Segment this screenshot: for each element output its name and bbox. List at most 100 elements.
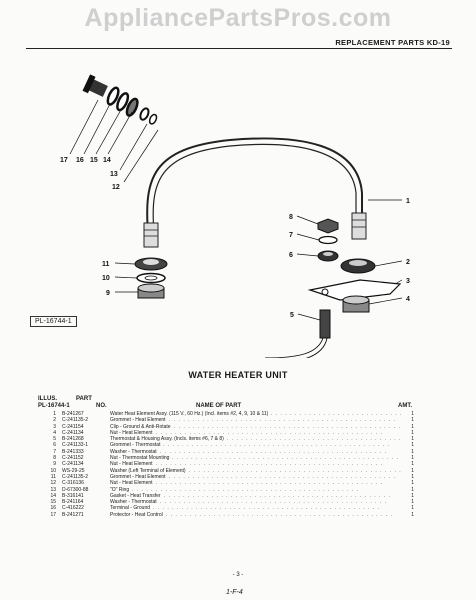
row-amount: 1 (411, 505, 414, 512)
row-illus: 13 (50, 486, 56, 493)
row-part-no: C-241135-2 (62, 417, 89, 424)
row-part-name: Protector - Heat Control (110, 511, 163, 518)
row-illus: 10 (50, 467, 56, 474)
exploded-parts-diagram: 17 16 15 14 13 12 1 8 7 6 2 3 4 5 11 10 … (60, 74, 410, 358)
thermostat-washer (318, 235, 338, 245)
handwritten-note: 1-F-4 (226, 589, 243, 596)
row-part-name: Washer (Left Terminal of Element) (110, 467, 186, 474)
right-terminal-body (351, 212, 367, 240)
row-part-no: C-241133-1 (62, 442, 89, 449)
section-title: WATER HEATER UNIT (188, 370, 288, 380)
leader-dots: . . . . . . . . . . . . . . . . . . . . … (189, 467, 402, 474)
row-part-no: B-241271 (62, 511, 84, 518)
leader-dots: . . . . . . . . . . . . . . . . . . . . … (174, 423, 401, 430)
col-plno: PL-16744-1 (38, 403, 70, 409)
callout-10: 10 (102, 275, 110, 282)
leader-dots: . . . . . . . . . . . . . . . . . . . . … (227, 436, 402, 443)
row-illus: 1 (53, 411, 56, 417)
row-part-name: Gasket - Heat Transfer (110, 492, 161, 499)
callout-17: 17 (60, 157, 68, 164)
figure-id-box: PL-16744-1 (30, 316, 77, 327)
col-no: NO. (96, 403, 107, 409)
callout-1: 1 (406, 198, 410, 205)
row-amount: 1 (411, 480, 414, 487)
callout-12: 12 (112, 184, 120, 191)
page-header: REPLACEMENT PARTS KD-19 (335, 38, 450, 47)
row-amount: 1 (411, 455, 414, 462)
protector-stack (82, 74, 158, 125)
row-amount: 1 (411, 461, 414, 468)
row-amount: 1 (411, 417, 414, 424)
row-part-no: C-241134 (62, 429, 84, 436)
row-amount: 1 (411, 423, 414, 430)
row-part-no: D-67300-88 (62, 486, 89, 493)
leader-dots: . . . . . . . . . . . . . . . . . . . . … (166, 511, 393, 518)
row-amount: 1 (411, 442, 414, 449)
callout-4: 4 (406, 296, 410, 303)
leader-dots: . . . . . . . . . . . . . . . . . . . . … (164, 492, 391, 499)
leader-dots: . . . . . . . . . . . . . . . . . . . . … (163, 442, 390, 449)
thermostat-wires (264, 337, 328, 358)
col-name: NAME OF PART (196, 403, 242, 409)
leader-dots: . . . . . . . . . . . . . . . . . . . . … (156, 480, 383, 487)
row-amount: 1 (411, 511, 414, 518)
row-illus: 7 (53, 448, 56, 455)
element-tube-inner (152, 143, 357, 234)
row-part-no: B-241164 (62, 499, 84, 506)
row-illus: 11 (50, 473, 56, 480)
row-amount: 1 (411, 499, 414, 506)
ground-clip (307, 279, 402, 301)
row-part-name: Washer - Thermostat (110, 448, 157, 455)
row-amount: 1 (411, 436, 414, 443)
row-part-name: Nut - Heat Element (110, 480, 153, 487)
row-part-no: C-241134 (62, 461, 84, 468)
callout-7: 7 (289, 232, 293, 239)
row-part-name: Terminal - Ground (110, 505, 151, 512)
header-rule (26, 48, 452, 49)
callout-11: 11 (102, 261, 110, 268)
row-illus: 4 (53, 429, 56, 436)
row-illus: 17 (50, 511, 56, 518)
row-part-name: Washer - Thermostat (110, 499, 157, 506)
row-amount: 1 (411, 492, 414, 499)
row-illus: 16 (50, 505, 56, 512)
row-illus: 5 (53, 436, 56, 443)
callout-16: 16 (76, 157, 84, 164)
row-part-name: Nut - Thermostat Mounting (110, 455, 170, 462)
leader-dots: . . . . . . . . . . . . . . . . . . . . … (172, 455, 399, 462)
callout-2: 2 (406, 259, 410, 266)
callout-5: 5 (290, 312, 294, 319)
watermark: AppliancePartsPros.com (84, 4, 392, 32)
row-amount: 1 (411, 467, 414, 474)
thermostat-housing (319, 309, 331, 339)
thermostat-nut (317, 218, 339, 234)
col-amt: AMT. (398, 403, 412, 409)
row-part-name: Clip - Ground & Anti-Rotate (110, 423, 171, 430)
row-part-name: Grommet - Heat Element (110, 473, 166, 480)
row-part-name: Nut - Heat Element (110, 461, 153, 468)
row-amount: 1 (411, 411, 414, 417)
callout-3: 3 (406, 278, 410, 285)
table-row: 17 B-241271 Protector - Heat Control 1 . . .… (44, 512, 414, 518)
left-terminal-body (143, 222, 159, 248)
callout-15: 15 (90, 157, 98, 164)
leader-dots: . . . . . . . . . . . . . . . . . . . . … (156, 461, 383, 468)
row-illus: 6 (53, 442, 56, 449)
row-illus: 8 (53, 455, 56, 462)
row-part-no: C-241135-2 (62, 473, 89, 480)
row-illus: 12 (50, 480, 56, 487)
